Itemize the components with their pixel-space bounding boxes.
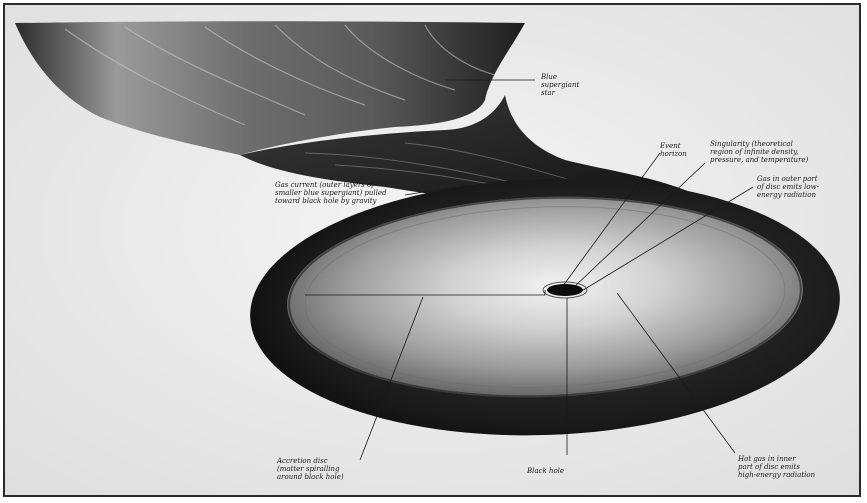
- illustration-frame: Blue supergiant star Event horizon Singu…: [3, 3, 861, 497]
- label-event-horizon: Event horizon: [660, 142, 687, 158]
- label-gas-current: Gas current (outer layers of smaller blu…: [275, 181, 387, 205]
- label-blue-supergiant-star: Blue supergiant star: [541, 73, 579, 97]
- label-gas-outer-disc: Gas in outer part of disc emits low- ene…: [757, 175, 819, 199]
- label-accretion-disc: Accretion disc (matter spiralling around…: [277, 457, 344, 481]
- black-hole-illustration: [5, 5, 861, 497]
- label-singularity: Singularity (theoretical region of infin…: [710, 140, 808, 164]
- label-hot-gas-inner-disc: Hot gas in inner part of disc emits high…: [738, 455, 815, 479]
- black-hole-core: [547, 284, 583, 296]
- label-black-hole: Black hole: [527, 467, 564, 475]
